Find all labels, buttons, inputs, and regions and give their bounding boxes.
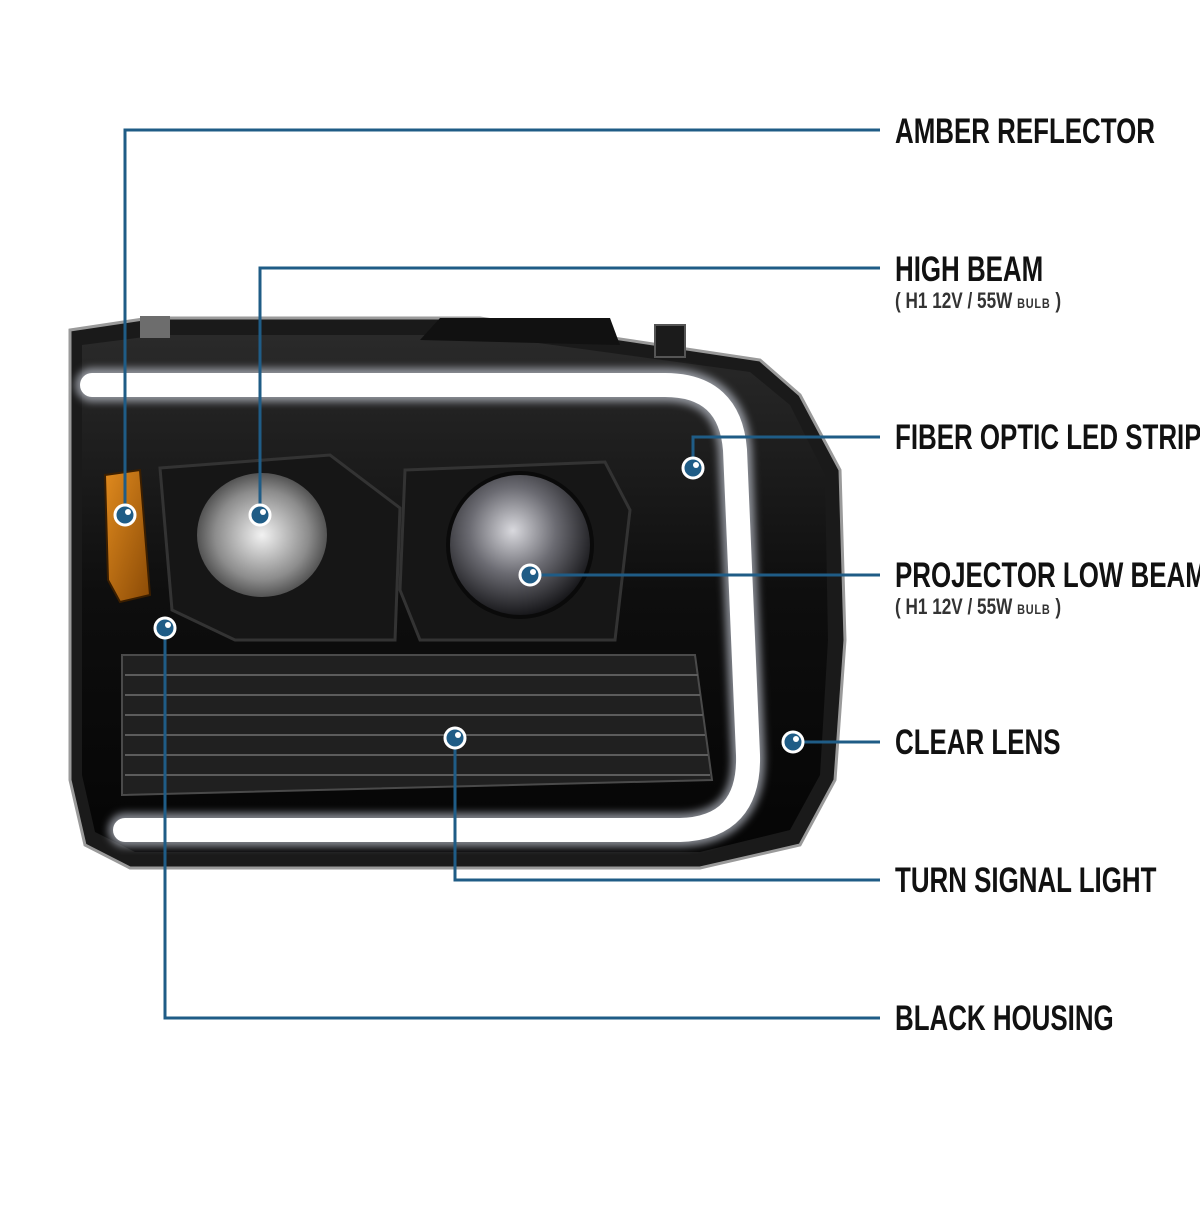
label-amber-reflector: AMBER REFLECTOR (895, 114, 1200, 150)
bulb-unit: BULB (1017, 295, 1051, 311)
led-strip (80, 373, 761, 842)
turn-signal-lens (121, 654, 714, 797)
bulb-spec: H1 12V / 55W (905, 288, 1013, 313)
leader-black-housing (163, 628, 880, 1020)
leader-turn-signal-light (453, 738, 880, 882)
label-clear-lens: CLEAR LENS (895, 725, 1119, 761)
callout-title: AMBER REFLECTOR (895, 112, 1155, 151)
dot-black-housing (153, 616, 177, 640)
top-bracket (420, 318, 620, 345)
label-black-housing: BLACK HOUSING (895, 1001, 1191, 1037)
callout-title: FIBER OPTIC LED STRIP (895, 418, 1200, 457)
callout-title: PROJECTOR LOW BEAM (895, 556, 1200, 595)
bulb-spec: H1 12V / 55W (905, 594, 1013, 619)
sub-open-paren: ( (895, 594, 901, 619)
leader-amber-reflector (123, 128, 880, 515)
label-fiber-optic-led-strip: FIBER OPTIC LED STRIP (895, 420, 1200, 456)
amber-reflector-shape (103, 468, 152, 604)
projector-lens (446, 471, 594, 619)
callout-subtitle: ( H1 12V / 55W BULB ) (895, 288, 1061, 316)
sub-open-paren: ( (895, 288, 901, 313)
label-projector-low-beam: PROJECTOR LOW BEAM ( H1 12V / 55W BULB ) (895, 558, 1200, 622)
leader-high-beam (258, 266, 880, 515)
dot-high-beam (248, 503, 272, 527)
dot-turn-signal-light (443, 726, 467, 750)
dot-amber-reflector (113, 503, 137, 527)
dot-fiber-optic-led-strip (681, 456, 705, 480)
callout-title: CLEAR LENS (895, 723, 1061, 762)
callout-subtitle: ( H1 12V / 55W BULB ) (895, 594, 1200, 622)
callout-title: BLACK HOUSING (895, 999, 1114, 1038)
label-turn-signal-light: TURN SIGNAL LIGHT (895, 863, 1200, 899)
high-beam-reflector (197, 473, 327, 597)
dot-projector-low-beam (518, 563, 542, 587)
bulb-unit: BULB (1017, 601, 1051, 617)
dot-clear-lens (781, 730, 805, 754)
label-high-beam: HIGH BEAM ( H1 12V / 55W BULB ) (895, 252, 1108, 316)
callout-title: HIGH BEAM (895, 250, 1044, 289)
sub-close-paren: ) (1055, 288, 1062, 313)
callout-title: TURN SIGNAL LIGHT (895, 861, 1157, 900)
sub-close-paren: ) (1055, 594, 1062, 619)
